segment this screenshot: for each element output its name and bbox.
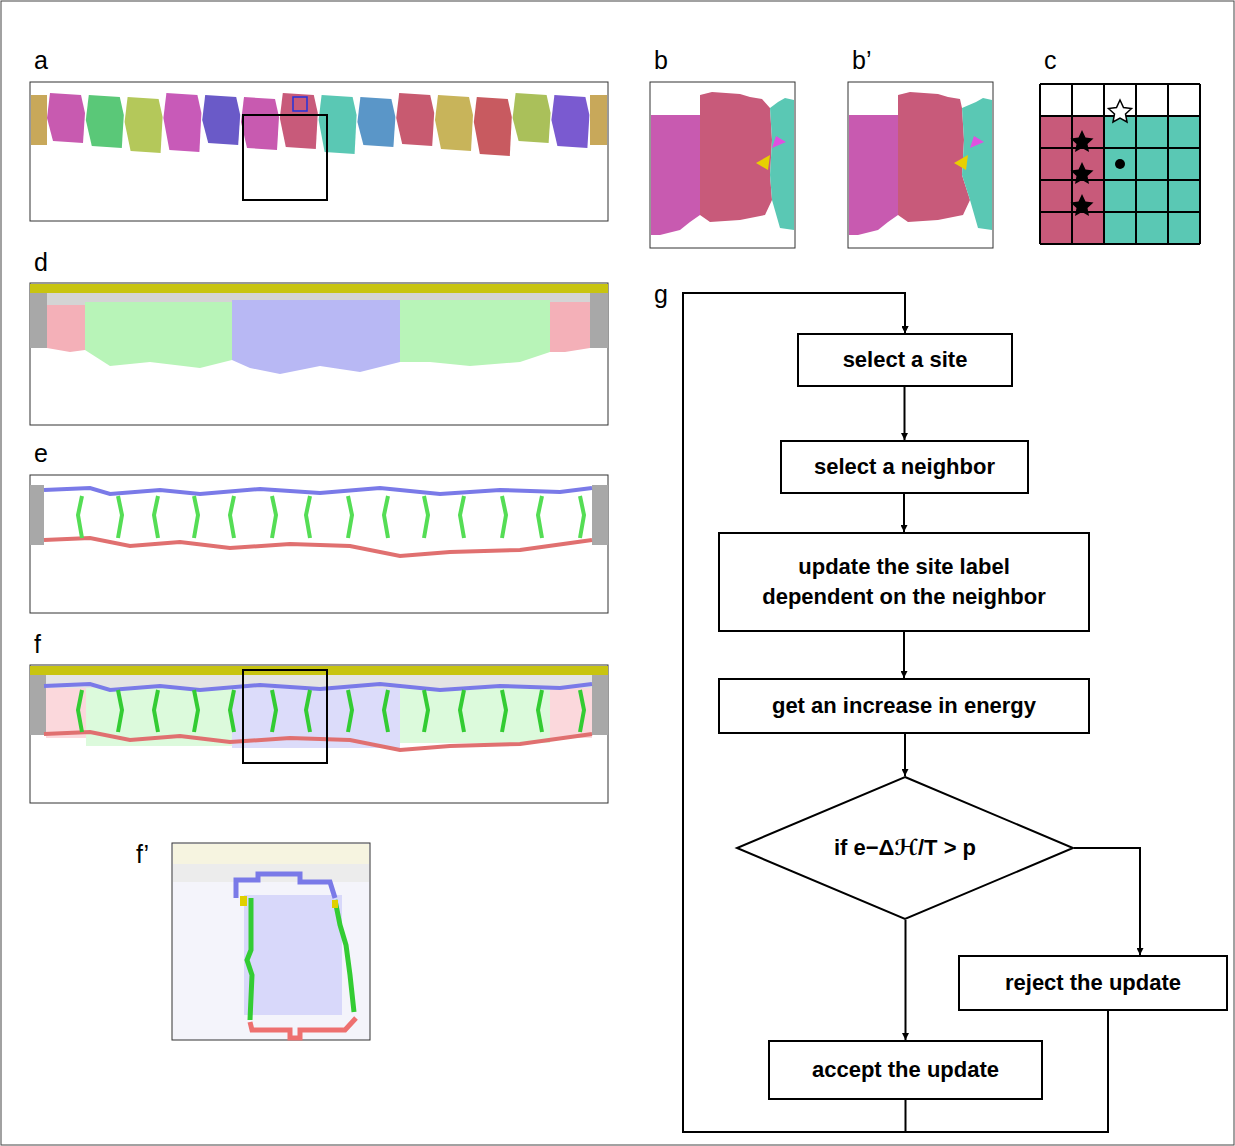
process-box: reject the update	[958, 955, 1228, 1011]
node-text: update the site label dependent on the n…	[754, 552, 1054, 611]
panel-letter: a	[34, 48, 48, 73]
flow-arrow	[905, 920, 907, 1040]
region-panel	[30, 283, 608, 425]
flow-arrow	[904, 734, 906, 776]
node-text: reject the update	[1005, 968, 1181, 998]
panel-letter: c	[1044, 48, 1057, 73]
boundary-panel	[30, 475, 608, 613]
combined-panel	[30, 665, 608, 803]
panel-letter: f	[34, 632, 41, 657]
process-box: get an increase in energy	[718, 678, 1090, 734]
flow-arrow	[903, 632, 905, 678]
flow-arrow	[1074, 848, 1140, 955]
zoom-box	[243, 115, 327, 200]
node-text: if e−Δℋ/T > p	[834, 833, 976, 863]
zoom-panel	[172, 843, 370, 1040]
panel-letter: g	[654, 282, 668, 307]
process-box: update the site label dependent on the n…	[718, 532, 1090, 632]
flow-arrow	[904, 387, 906, 440]
process-box: select a site	[797, 333, 1013, 387]
zoom-box	[293, 97, 307, 111]
node-text: select a neighbor	[814, 452, 995, 482]
panel-letter: f’	[136, 842, 149, 867]
process-box: select a neighbor	[780, 440, 1029, 494]
decision-diamond: if e−Δℋ/T > p	[736, 776, 1074, 920]
node-text: accept the update	[812, 1055, 999, 1085]
zoom-panel	[848, 82, 993, 248]
node-text: get an increase in energy	[772, 691, 1036, 721]
panel-letter: d	[34, 250, 48, 275]
panel-letter: e	[34, 441, 48, 466]
cell-row	[31, 93, 607, 156]
panel-letter: b	[654, 48, 668, 73]
flow-arrow	[903, 494, 905, 532]
zoom-panel	[650, 82, 795, 248]
node-text: select a site	[843, 345, 968, 375]
lattice-grid	[1040, 84, 1200, 244]
panel-letter: b’	[852, 48, 871, 73]
panel-frame	[30, 82, 608, 221]
process-box: accept the update	[768, 1040, 1043, 1100]
